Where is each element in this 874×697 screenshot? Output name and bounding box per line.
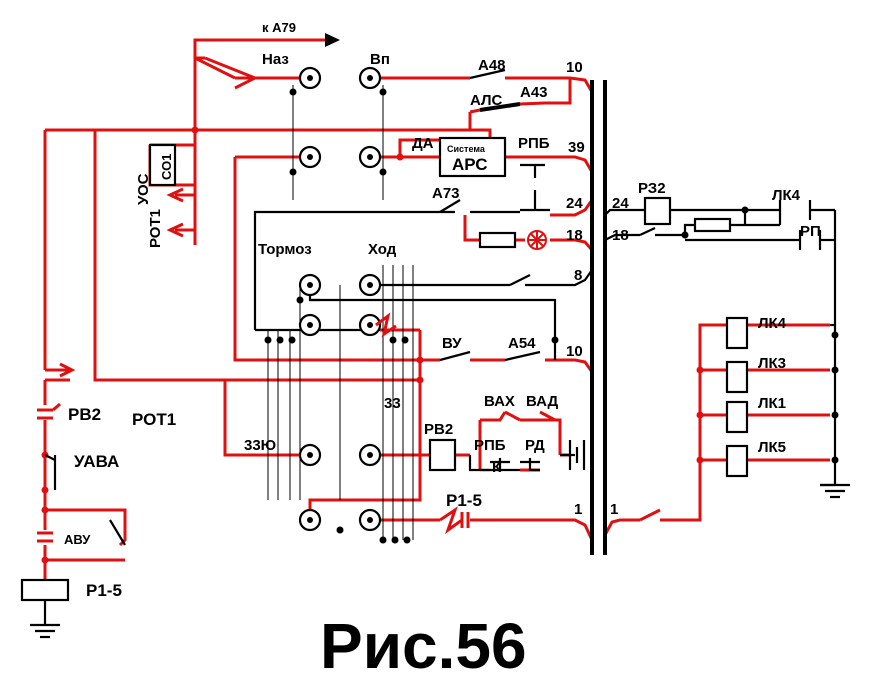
label-wire-1a: 1 [574,501,582,518]
label-vp: Вп [370,51,390,68]
label-p15-left: Р1-5 [86,581,122,600]
label-rot1-vertical: РОТ1 [147,209,164,248]
lk1-coil [725,400,749,434]
label-wire-18b: 18 [612,227,629,244]
junctions [41,88,839,564]
label-ars: АРС [452,155,487,174]
resistor [478,231,517,249]
label-k: К [492,459,502,476]
label-rpb: РПБ [518,135,550,152]
label-wire-24a: 24 [566,195,583,212]
label-a54: А54 [508,335,536,352]
label-als: АЛС [470,92,503,109]
red-wires [43,33,830,580]
label-system: Система [447,144,486,154]
label-lk4: ЛК4 [758,315,787,332]
label-rot1: РОТ1 [132,410,176,429]
label-rp: РП [800,223,821,240]
label-lk1: ЛК1 [758,395,786,412]
label-wire-33: 33 [384,395,401,412]
label-p15-mid: Р1-5 [446,491,482,510]
label-lk4-top: ЛК4 [772,187,801,204]
label-wire-10b: 10 [566,343,583,360]
label-wire-24b: 24 [612,195,629,212]
label-vad: ВАД [526,393,558,410]
label-lk5: ЛК5 [758,439,786,456]
label-wire-10a: 10 [566,59,583,76]
lk5-coil [725,444,749,478]
label-wire-1b: 1 [610,501,618,518]
terminals [298,66,382,532]
label-uava: УАВА [74,452,119,471]
labels: к А79 Наз Вп А48 10 АЛС А43 ДА Система А… [64,20,821,682]
ars-system-box [438,136,507,178]
label-rv2: РВ2 [424,421,453,438]
label-wire-33yu: 33Ю [244,437,276,454]
label-hod: Ход [368,241,397,258]
label-tormoz: Тормоз [258,241,312,258]
label-rv2-left: РВ2 [68,405,101,424]
arrow-icon [325,33,340,47]
rv2-coil [428,438,457,472]
lk4-coil [725,316,749,350]
resistor [693,217,732,233]
label-da: ДА [412,135,434,152]
rz2-coil [643,196,672,226]
label-a43: А43 [520,84,548,101]
label-rz2: РЗ2 [638,180,666,197]
label-wire-18a: 18 [566,227,583,244]
label-so1: СО1 [159,154,174,180]
figure-caption: Рис.56 [320,610,527,682]
label-vah: ВАХ [484,393,515,410]
label-lk3: ЛК3 [758,355,786,372]
lk3-coil [725,360,749,394]
uos-contact [148,143,177,187]
label-wire-8: 8 [574,267,582,284]
label-avu: АВУ [64,532,91,547]
label-a73: А73 [432,185,460,202]
black-wires [43,80,837,625]
label-rpb-bottom: РПБ [474,437,506,454]
label-vu: ВУ [442,335,462,352]
label-wire-39: 39 [568,139,585,156]
label-naz: Наз [262,51,289,68]
p15-coil [20,578,70,602]
label-a48: А48 [478,57,506,74]
label-rd: РД [525,437,545,454]
label-uos: УОС [135,173,152,205]
label-to-a79: к А79 [262,20,296,35]
components [20,68,850,639]
